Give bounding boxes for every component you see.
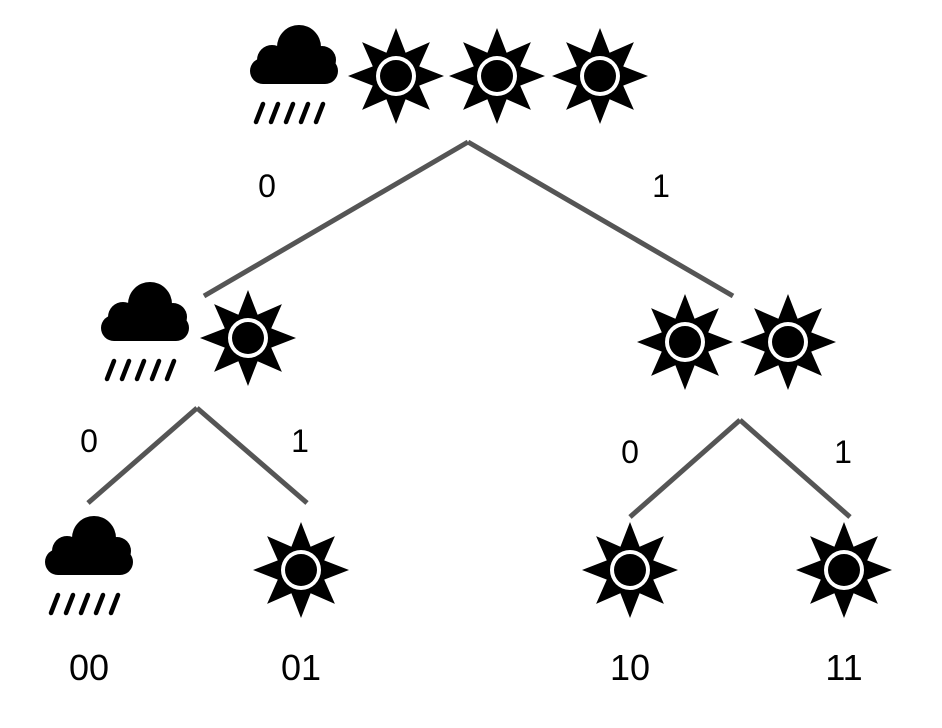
edge-root-right <box>466 139 735 299</box>
edge-label-right-left: 0 <box>621 434 639 470</box>
edge-label-left-right: 1 <box>291 423 309 459</box>
node-root <box>250 25 648 124</box>
leaf-00: 00 <box>45 516 133 688</box>
leaf-10: 10 <box>582 522 678 688</box>
node-left <box>101 282 296 386</box>
leaf-code: 00 <box>69 647 109 688</box>
edge-right-right <box>738 418 852 519</box>
sun-icon <box>637 294 733 390</box>
edge-right-left <box>628 418 742 519</box>
edge-label-right-right: 1 <box>834 434 852 470</box>
edge-label-left-left: 0 <box>80 423 98 459</box>
edge-label-root-left: 0 <box>258 168 276 204</box>
edge-left-right <box>195 406 309 505</box>
sun-icon <box>740 294 836 390</box>
edge-left-left <box>86 406 199 505</box>
sun-icon <box>200 290 296 386</box>
edge-root-left <box>202 139 470 299</box>
cloud-rain-icon <box>45 516 133 613</box>
sun-icon <box>582 522 678 618</box>
sun-icon <box>253 522 349 618</box>
leaf-code: 01 <box>281 647 321 688</box>
leaf-11: 11 <box>796 522 892 688</box>
cloud-rain-icon <box>250 25 338 122</box>
leaf-code: 11 <box>825 647 862 688</box>
leaf-code: 10 <box>610 647 650 688</box>
sun-icon <box>552 28 648 124</box>
sun-icon <box>348 28 444 124</box>
sun-icon <box>796 522 892 618</box>
edge-label-root-right: 1 <box>652 168 670 204</box>
sun-icon <box>449 28 545 124</box>
node-right <box>637 294 836 390</box>
leaf-01: 01 <box>253 522 349 688</box>
cloud-rain-icon <box>101 282 189 379</box>
